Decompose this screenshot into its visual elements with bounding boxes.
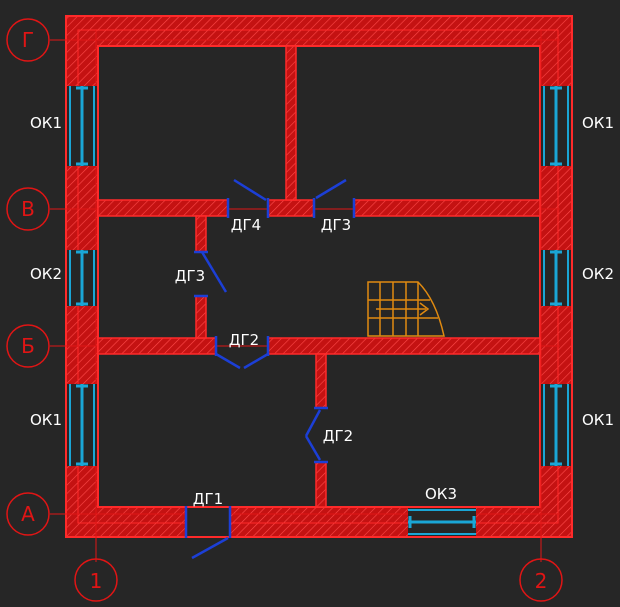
- door-dg3-left: [194, 250, 228, 298]
- axis-marker-a: А: [6, 492, 50, 536]
- door-label-dg2-right: ДГ2: [323, 427, 353, 445]
- door-label-dg2-mid: ДГ2: [229, 331, 259, 349]
- window-right-1: [543, 86, 569, 166]
- windows: [69, 86, 569, 535]
- axis-lines: [50, 30, 560, 562]
- axis-marker-b: Б: [6, 324, 50, 368]
- door-label-dg3-left: ДГ3: [175, 267, 205, 285]
- window-right-3: [543, 384, 569, 466]
- exterior-wall-inner-line: [77, 29, 559, 524]
- window-label-bottom: ОК3: [425, 485, 457, 503]
- axis-marker-1: 1: [74, 558, 118, 602]
- window-label-left-3: ОК1: [30, 411, 62, 429]
- door-dg2-mid: [214, 336, 270, 370]
- axis-marker-g: Г: [6, 18, 50, 62]
- window-left-3: [69, 384, 95, 466]
- door-dg2-right: [304, 406, 328, 464]
- svg-text:Г: Г: [22, 28, 34, 52]
- svg-text:Б: Б: [21, 334, 35, 358]
- stair: [367, 281, 445, 337]
- doors: [184, 178, 356, 560]
- door-dg4: [226, 178, 270, 218]
- window-left-2: [69, 250, 95, 306]
- window-label-right-1: ОК1: [582, 114, 614, 132]
- door-label-dg1: ДГ1: [193, 490, 223, 508]
- door-dg1: [184, 506, 232, 560]
- window-bottom: [408, 509, 476, 535]
- door-opening-dg1: [186, 508, 230, 536]
- window-label-right-2: ОК2: [582, 265, 614, 283]
- svg-text:1: 1: [90, 569, 103, 593]
- axis-marker-v: В: [6, 187, 50, 231]
- door-label-dg3-top: ДГ3: [321, 216, 351, 234]
- door-label-dg4: ДГ4: [231, 216, 261, 234]
- window-label-left-2: ОК2: [30, 265, 62, 283]
- window-label-left-1: ОК1: [30, 114, 62, 132]
- interior-walls: [97, 45, 541, 508]
- window-right-2: [543, 250, 569, 306]
- axis-marker-2: 2: [519, 558, 563, 602]
- window-label-right-3: ОК1: [582, 411, 614, 429]
- window-left-1: [69, 86, 95, 166]
- svg-text:А: А: [21, 502, 35, 526]
- svg-text:В: В: [21, 197, 35, 221]
- door-dg3-top: [312, 178, 356, 218]
- svg-text:2: 2: [535, 569, 548, 593]
